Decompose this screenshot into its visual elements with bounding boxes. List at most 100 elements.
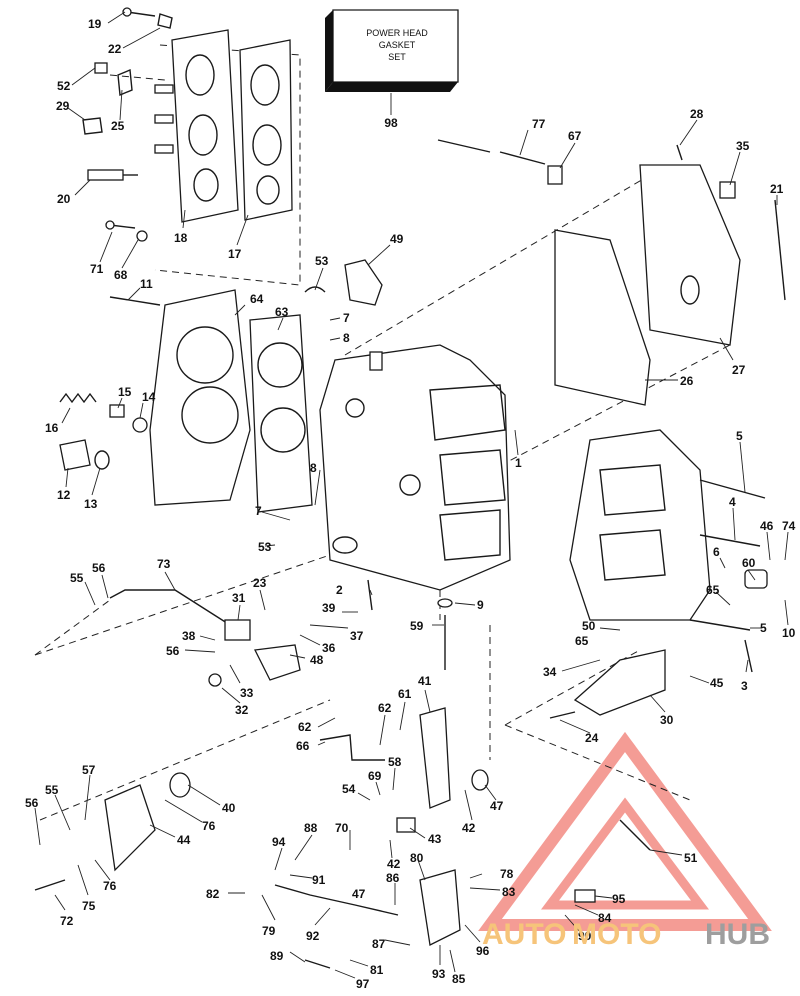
- cylinder-head-gasket: [249, 314, 313, 513]
- callout-61: 61: [398, 687, 412, 701]
- bracket-49-icon: [344, 259, 383, 306]
- callout-95: 95: [612, 892, 626, 906]
- callout-46: 46: [760, 519, 774, 533]
- washer-68-icon: [136, 230, 148, 242]
- callout-91: 91: [312, 873, 326, 887]
- callout-56-lower: 56: [25, 796, 39, 810]
- callout-64: 64: [250, 292, 264, 306]
- bolt-5-upper-icon: [699, 479, 766, 499]
- callout-6: 6: [713, 545, 720, 559]
- callout-34: 34: [543, 665, 557, 679]
- callout-13: 13: [84, 497, 98, 511]
- callout-87: 87: [372, 937, 386, 951]
- callout-10: 10: [782, 626, 796, 640]
- thermostat-15-icon: [109, 404, 125, 418]
- callout-23: 23: [253, 576, 267, 590]
- callout-65-lower: 65: [575, 634, 589, 648]
- callout-57: 57: [82, 763, 96, 777]
- washer-47-icon: [471, 769, 489, 791]
- link-rod-73-icon: [109, 589, 231, 626]
- callout-41: 41: [418, 674, 432, 688]
- callout-82: 82: [206, 887, 220, 901]
- bolt-4-icon: [699, 534, 761, 547]
- callout-98: 98: [384, 116, 398, 130]
- gasket-box-line2: GASKET: [379, 40, 416, 50]
- callout-17: 17: [228, 247, 242, 261]
- callout-33: 33: [240, 686, 254, 700]
- callout-77: 77: [532, 117, 546, 131]
- callout-15: 15: [118, 385, 132, 399]
- callout-85: 85: [452, 972, 466, 986]
- callout-37: 37: [350, 629, 364, 643]
- callout-48: 48: [310, 653, 324, 667]
- callout-92: 92: [306, 929, 320, 943]
- callout-43: 43: [428, 832, 442, 846]
- callout-3: 3: [741, 679, 748, 693]
- watermark-moto: MOTO: [572, 918, 661, 951]
- callout-76-lower: 76: [103, 879, 117, 893]
- callout-24: 24: [585, 731, 599, 745]
- screw-72-icon: [34, 879, 66, 891]
- callout-60: 60: [742, 556, 756, 570]
- exhaust-manifold-cover: [639, 164, 741, 346]
- callout-38: 38: [182, 629, 196, 643]
- callout-16: 16: [45, 421, 59, 435]
- screw-19-icon: [122, 7, 156, 17]
- callout-44: 44: [177, 833, 191, 847]
- callout-74: 74: [782, 519, 796, 533]
- callout-81: 81: [370, 963, 384, 977]
- callout-84: 84: [598, 911, 612, 925]
- callout-62-right: 62: [378, 701, 392, 715]
- callout-8: 8: [343, 331, 350, 345]
- callout-7-lower: 7: [255, 504, 262, 518]
- callout-14: 14: [142, 390, 156, 404]
- callout-25: 25: [111, 119, 125, 133]
- callout-30: 30: [660, 713, 674, 727]
- callout-66: 66: [296, 739, 310, 753]
- callout-73: 73: [157, 557, 171, 571]
- callout-76: 76: [202, 819, 216, 833]
- gasket-box-line3: SET: [388, 52, 406, 62]
- callout-79: 79: [262, 924, 276, 938]
- callout-5: 5: [736, 429, 743, 443]
- spacer-95-icon: [574, 889, 596, 903]
- callout-20: 20: [57, 192, 71, 206]
- callout-19: 19: [88, 17, 102, 31]
- callout-58: 58: [388, 755, 402, 769]
- screw-89-icon: [304, 959, 331, 969]
- clip-22-icon: [157, 13, 173, 29]
- callout-1: 1: [515, 456, 522, 470]
- spark-plug-20-icon: [87, 169, 138, 181]
- callout-65: 65: [706, 583, 720, 597]
- callout-40: 40: [222, 801, 236, 815]
- callout-53: 53: [315, 254, 329, 268]
- callout-93: 93: [432, 967, 446, 981]
- callout-21: 21: [770, 182, 784, 196]
- callout-55-lower: 55: [45, 783, 59, 797]
- throttle-arm-41-icon: [419, 707, 451, 809]
- watermark-hub: HUB: [705, 918, 770, 951]
- callout-52: 52: [57, 79, 71, 93]
- callout-69: 69: [368, 769, 382, 783]
- exhaust-cover-outer: [154, 29, 239, 223]
- exhaust-manifold-gasket: [554, 229, 651, 406]
- callout-89: 89: [270, 949, 284, 963]
- callout-28: 28: [690, 107, 704, 121]
- callout-26: 26: [680, 374, 694, 388]
- callout-62: 62: [298, 720, 312, 734]
- callout-51: 51: [684, 851, 698, 865]
- gasket-box-line1: POWER HEAD: [366, 28, 428, 38]
- callout-45: 45: [710, 676, 724, 690]
- leader-lines: [34, 11, 789, 979]
- callout-29: 29: [56, 99, 70, 113]
- callout-86: 86: [386, 871, 400, 885]
- callout-56: 56: [92, 561, 106, 575]
- callout-88: 88: [304, 821, 318, 835]
- cylinder-head-cover: [149, 289, 251, 506]
- callout-9: 9: [477, 598, 484, 612]
- callout-75: 75: [82, 899, 96, 913]
- gasket-set-box: POWER HEAD GASKET SET 98: [325, 9, 459, 130]
- gasket-13-icon: [94, 450, 110, 470]
- callout-96: 96: [476, 944, 490, 958]
